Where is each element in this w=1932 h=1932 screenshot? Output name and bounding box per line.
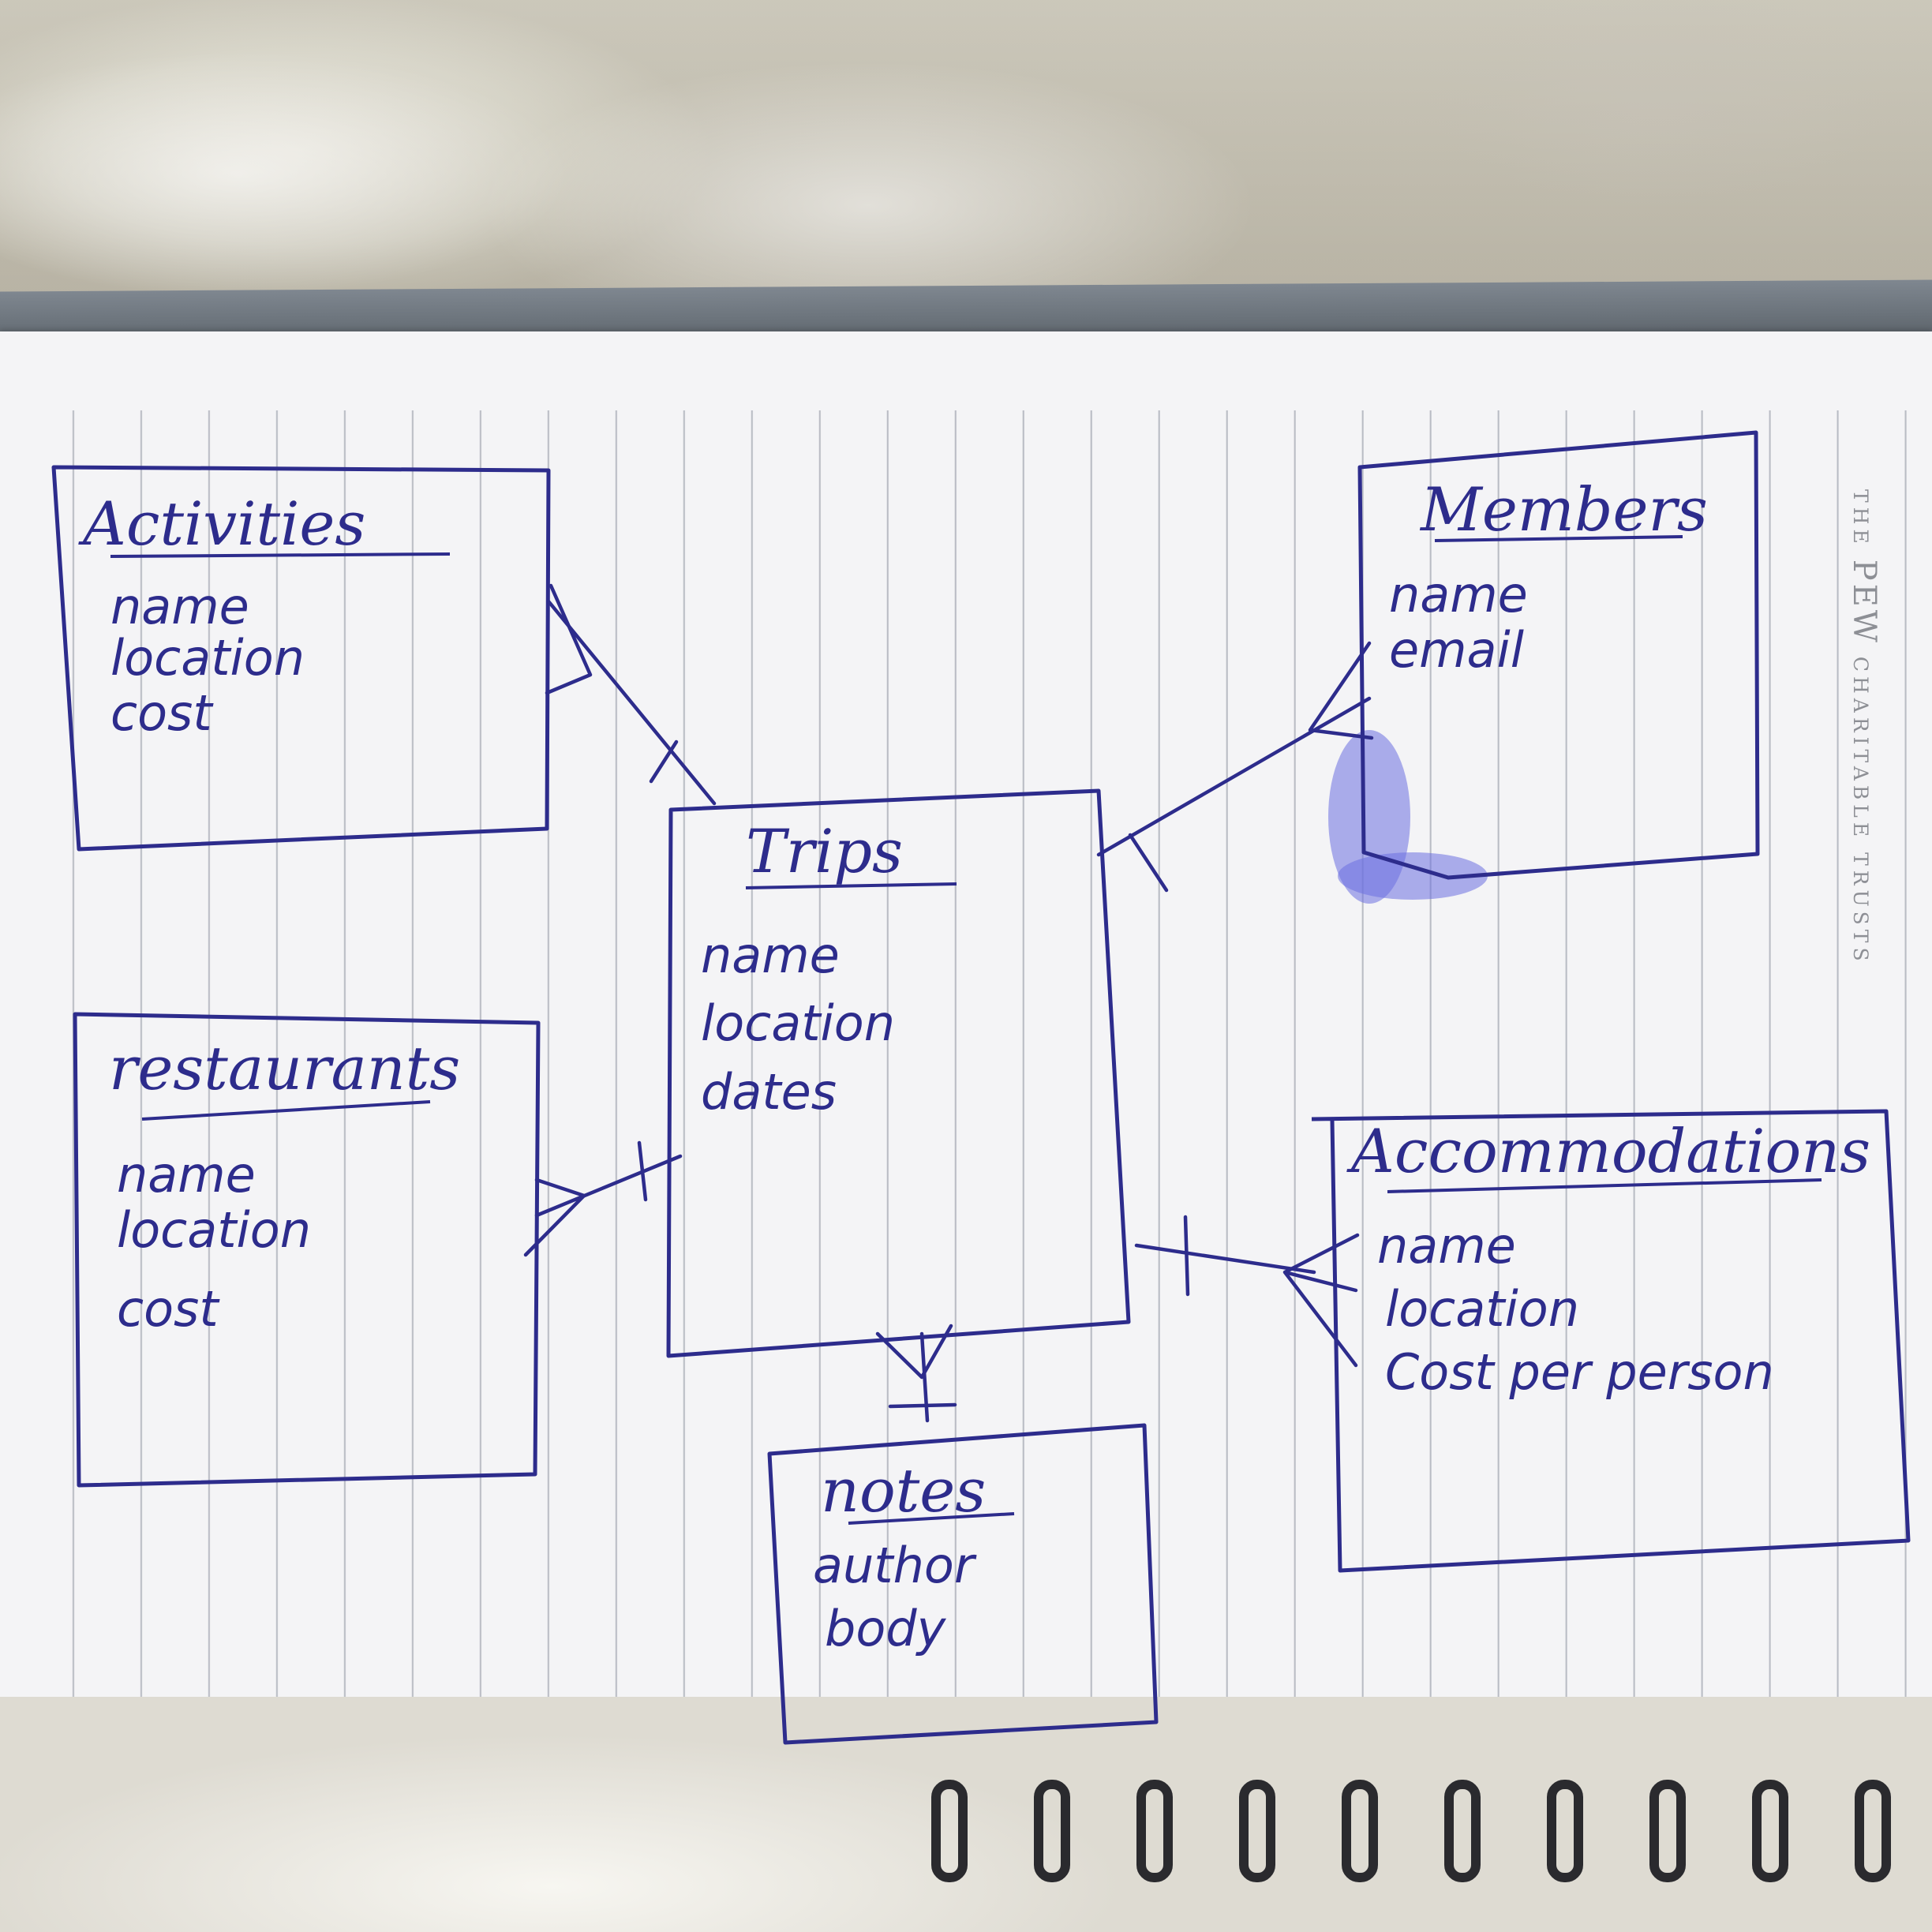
entity-attribute: email	[1389, 621, 1524, 679]
title-underline	[141, 1100, 431, 1121]
spiral-ring	[931, 1780, 968, 1882]
title-underline	[848, 1512, 1015, 1525]
page-top-margin	[0, 331, 1932, 410]
spiral-ring	[1444, 1780, 1481, 1882]
entity-title: Trips	[746, 816, 903, 886]
entity-title: Accommodations	[1346, 1116, 1870, 1186]
entity-title: notes	[821, 1455, 986, 1526]
entity-attribute: dates	[701, 1063, 837, 1121]
one-bar	[637, 1140, 648, 1202]
entity-members: Members name email	[1357, 430, 1760, 880]
crows-foot	[875, 1324, 953, 1380]
entity-box	[51, 465, 551, 852]
entity-attribute: location	[1385, 1280, 1579, 1338]
relationship-activities-trips	[545, 583, 717, 806]
entity-accommodations: Accommodations name location Cost per pe…	[1311, 1109, 1911, 1573]
entity-box	[1311, 1109, 1911, 1573]
one-bar	[649, 739, 679, 784]
notebook-page	[0, 331, 1932, 1784]
title-underline	[1387, 1178, 1822, 1193]
entity-attribute: name	[1389, 566, 1528, 623]
relationship-trips-notes	[875, 1324, 957, 1423]
entity-box	[767, 1423, 1159, 1745]
entity-attribute: name	[117, 1146, 256, 1204]
entity-attribute: location	[701, 994, 895, 1052]
entity-activities: Activities name location cost	[51, 465, 551, 852]
entity-notes: notes author body	[767, 1423, 1159, 1745]
spiral-ring	[1342, 1780, 1378, 1882]
one-bar	[888, 1402, 957, 1409]
entity-attribute: location	[110, 629, 305, 687]
spiral-ring	[1855, 1780, 1891, 1882]
background-cloth-top	[0, 0, 1932, 300]
entity-attribute: Cost per person	[1385, 1343, 1774, 1401]
crows-foot	[545, 583, 593, 695]
relationship-restaurants-trips	[523, 1140, 683, 1257]
cloth-folds	[0, 0, 1932, 300]
crows-foot	[1308, 641, 1374, 740]
title-underline	[1434, 535, 1683, 542]
entity-title: Members	[1419, 474, 1708, 545]
spiral-ring	[1136, 1780, 1173, 1882]
spiral-ring	[1547, 1780, 1583, 1882]
relationship-line	[534, 1154, 683, 1218]
spiral-ring	[1649, 1780, 1686, 1882]
one-bar	[1183, 1215, 1190, 1297]
relationship-trips-accommodations	[1134, 1215, 1360, 1368]
entity-box	[666, 788, 1131, 1358]
entity-box	[1357, 430, 1760, 880]
title-underline	[745, 882, 957, 889]
entity-box	[73, 1012, 541, 1488]
entity-attribute: name	[701, 927, 840, 984]
entity-attribute: name	[1377, 1217, 1516, 1275]
entity-attribute: author	[813, 1537, 977, 1594]
entity-attribute: cost	[110, 684, 214, 742]
entity-attribute: cost	[117, 1280, 220, 1338]
relationship-line	[1096, 696, 1372, 857]
relationship-line	[546, 599, 717, 806]
title-underline	[110, 552, 451, 558]
relationship-members-trips	[1096, 641, 1374, 893]
crows-foot	[1282, 1233, 1360, 1368]
entity-attribute: name	[110, 578, 249, 635]
spiral-ring	[1239, 1780, 1275, 1882]
ink-blot	[1338, 852, 1488, 900]
entity-attribute: location	[117, 1201, 311, 1259]
entity-attribute: body	[825, 1600, 947, 1657]
spiral-ring	[1752, 1780, 1788, 1882]
entity-trips: Trips name location dates	[666, 788, 1131, 1358]
spiral-ring	[1034, 1780, 1070, 1882]
relationship-line	[1134, 1243, 1316, 1275]
crows-foot	[523, 1178, 586, 1257]
entity-title: restaurants	[109, 1033, 460, 1103]
entity-title: Activities	[78, 489, 365, 559]
entity-restaurants: restaurants name location cost	[73, 1012, 541, 1488]
one-bar	[1128, 833, 1169, 893]
